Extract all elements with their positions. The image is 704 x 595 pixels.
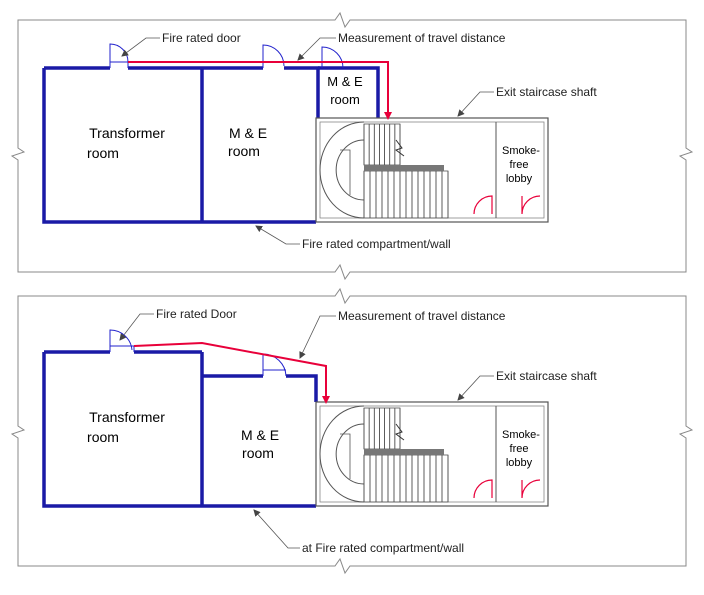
top-compartment-walls xyxy=(42,66,380,224)
bottom-lobby-label: Smoke- xyxy=(502,429,540,441)
bottom-transformer-label: Transformer xyxy=(89,409,165,425)
top-travel-label: Measurement of travel distance xyxy=(338,31,506,45)
bottom-lobby-door-right-icon xyxy=(521,479,541,499)
bottom-stair-shaft-label: Exit staircase shaft xyxy=(496,369,597,383)
bottom-lobby-door-left-icon xyxy=(473,479,493,499)
top-me-small-label: M & E xyxy=(327,74,363,89)
bottom-travel-route xyxy=(133,341,330,404)
top-me-label-2: room xyxy=(228,143,260,159)
bottom-compartment-walls xyxy=(42,350,318,508)
top-travel-route xyxy=(128,61,392,120)
top-stair-shaft xyxy=(315,117,549,223)
top-fire-door-icon xyxy=(109,43,129,68)
top-me-small-label-2: room xyxy=(330,92,360,107)
bottom-me-label-2: room xyxy=(242,445,274,461)
top-stair-treads-lower xyxy=(363,170,449,219)
top-wall-label: Fire rated compartment/wall xyxy=(302,237,451,251)
bottom-stair-shaft xyxy=(315,401,549,507)
bottom-stair-treads-lower xyxy=(363,454,449,503)
top-transformer-label: Transformer xyxy=(89,125,165,141)
bottom-travel-label: Measurement of travel distance xyxy=(338,309,506,323)
top-lobby-door-left-icon xyxy=(473,195,493,215)
top-lobby-label-3: lobby xyxy=(506,173,533,185)
top-lobby-label: Smoke- xyxy=(502,145,540,157)
bottom-leaders xyxy=(119,313,494,549)
bottom-lobby-label-2: free xyxy=(510,443,529,455)
bottom-frame xyxy=(10,287,694,575)
top-lobby-door-right-icon xyxy=(521,195,541,215)
top-lobby-label-2: free xyxy=(510,159,529,171)
bottom-me-label: M & E xyxy=(241,427,279,443)
top-stair-shaft-label: Exit staircase shaft xyxy=(496,85,597,99)
bottom-fire-door-label: Fire rated Door xyxy=(156,307,237,321)
bottom-plan: Fire rated Door Measurement of travel di… xyxy=(10,287,694,575)
top-me-small-door-icon xyxy=(321,46,344,69)
top-me-door-icon xyxy=(262,44,285,68)
top-leaders xyxy=(121,37,494,245)
bottom-wall-label: at Fire rated compartment/wall xyxy=(302,541,464,555)
top-doors xyxy=(109,43,344,69)
bottom-fire-door-icon xyxy=(109,329,135,352)
bottom-transformer-label-2: room xyxy=(87,429,119,445)
top-stair-treads-upper xyxy=(363,123,401,166)
top-fire-door-label: Fire rated door xyxy=(162,31,241,45)
top-plan: Fire rated door Measurement of travel di… xyxy=(10,11,694,281)
top-me-label: M & E xyxy=(229,125,267,141)
top-transformer-label-2: room xyxy=(87,145,119,161)
top-frame xyxy=(10,11,694,281)
bottom-lobby-label-3: lobby xyxy=(506,457,533,469)
bottom-stair-treads-upper xyxy=(363,407,401,450)
